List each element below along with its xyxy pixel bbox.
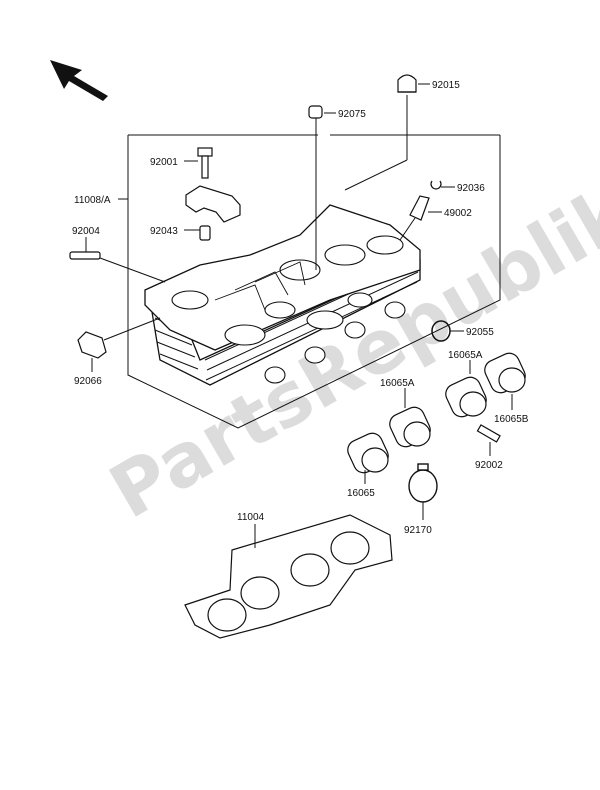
valve-guide-49002 xyxy=(399,195,430,241)
carb-holder-16065A-rear xyxy=(445,376,487,418)
label-92001: 92001 xyxy=(150,157,178,168)
dowel-92043 xyxy=(199,225,211,241)
carb-holder-16065 xyxy=(347,432,389,474)
cylinder-head xyxy=(144,204,421,386)
plug-92066 xyxy=(77,317,161,359)
circlip-92036 xyxy=(430,180,442,190)
bolt-92001 xyxy=(197,147,213,179)
carb-holder-16065A-front xyxy=(389,406,431,448)
clamp-92170 xyxy=(408,463,438,503)
head-gasket-11004 xyxy=(184,514,393,639)
label-49002: 49002 xyxy=(444,208,472,219)
part-labels: 92015 92075 92001 11008/A 92036 49002 92… xyxy=(72,80,529,536)
label-16065B: 16065B xyxy=(494,414,529,425)
assembly-frame xyxy=(127,134,501,429)
label-92015: 92015 xyxy=(432,80,460,91)
camshaft-cap xyxy=(185,185,241,223)
label-16065A-top: 16065A xyxy=(448,350,483,361)
label-16065A-mid: 16065A xyxy=(380,378,415,389)
label-92036: 92036 xyxy=(457,183,485,194)
front-direction-arrow-icon xyxy=(50,60,108,101)
carb-holder-16065B xyxy=(484,352,526,394)
label-11004: 11004 xyxy=(237,512,265,523)
label-11008A: 11008/A xyxy=(74,195,111,206)
cap-nut-92015 xyxy=(344,74,417,191)
leader-lines xyxy=(85,83,513,548)
label-92170: 92170 xyxy=(404,525,432,536)
label-92043: 92043 xyxy=(150,226,178,237)
label-92002: 92002 xyxy=(475,460,503,471)
stud-92004 xyxy=(69,251,166,283)
label-16065: 16065 xyxy=(347,488,375,499)
label-92066: 92066 xyxy=(74,376,102,387)
dowel-92075 xyxy=(308,105,323,270)
label-92075: 92075 xyxy=(338,109,366,120)
label-92004: 92004 xyxy=(72,226,100,237)
label-92055: 92055 xyxy=(466,327,494,338)
bolt-92002 xyxy=(476,424,501,443)
